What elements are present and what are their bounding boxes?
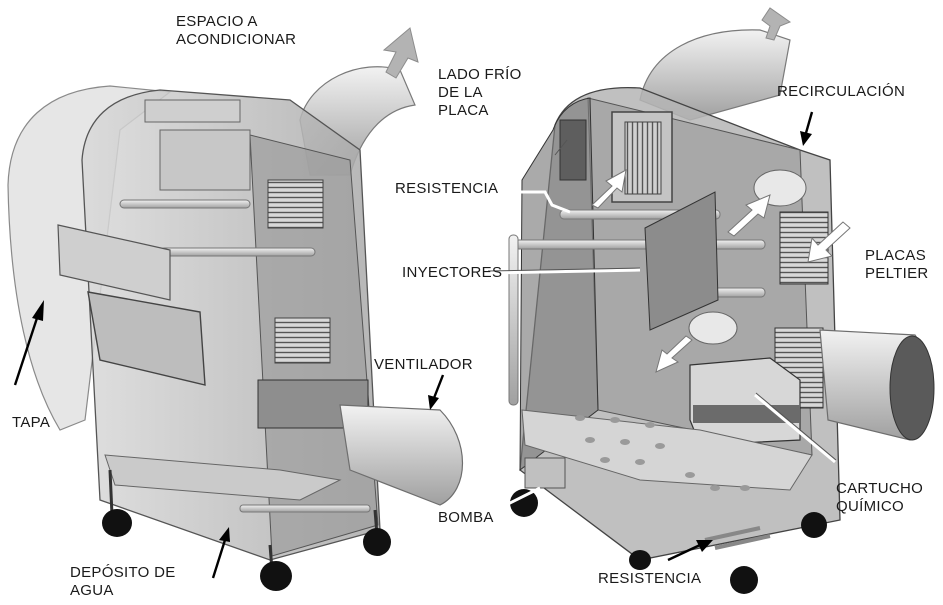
right-wheel-2 xyxy=(629,550,651,570)
right-bottom-tray xyxy=(521,409,813,491)
label-tapa: TAPA xyxy=(12,414,51,431)
left-top-tray xyxy=(144,99,241,123)
left-heatsink-lower xyxy=(274,317,331,364)
right-panel-inset xyxy=(559,119,587,181)
leader-arrows xyxy=(13,111,814,579)
leader-resistencia-top xyxy=(520,190,571,214)
right-wheel-1 xyxy=(510,489,538,517)
leader-inyectores xyxy=(487,268,641,275)
white-leaders xyxy=(487,190,836,515)
label-ventilador: VENTILADOR xyxy=(374,356,473,373)
label-recirculacion: RECIRCULACIÓN xyxy=(777,83,906,100)
label-resistencia-bottom: RESISTENCIA xyxy=(598,570,702,587)
leader-cartucho xyxy=(754,393,836,464)
left-panel-upper xyxy=(57,224,171,301)
left-wheel-2 xyxy=(260,561,292,591)
flow-arrow-down-left xyxy=(655,335,693,373)
flow-arrow-diag-right xyxy=(727,194,771,237)
label-lado-frio: LADO FRÍO DE LA PLACA xyxy=(438,66,522,119)
label-placas-peltier: PLACAS PELTIER xyxy=(865,247,929,282)
left-panel-lower xyxy=(87,291,206,386)
right-vertical-pipe xyxy=(508,234,519,406)
left-unit xyxy=(7,27,464,591)
label-deposito-de-agua: DEPÓSITO DE AGUA xyxy=(70,564,176,599)
right-duct-mouth xyxy=(889,335,935,441)
flow-arrows xyxy=(591,169,851,373)
label-bomba: BOMBA xyxy=(438,509,494,526)
right-vertical-fins xyxy=(624,121,662,195)
label-inyectores: INYECTORES xyxy=(402,264,503,281)
left-wheel-1 xyxy=(102,509,132,537)
right-bottom-tube-2 xyxy=(714,534,771,550)
arrow-ventilador xyxy=(428,374,445,410)
leader-bomba xyxy=(489,486,541,515)
left-bottom-tray xyxy=(104,454,342,501)
right-pump-box xyxy=(524,457,566,489)
arrow-recirculacion xyxy=(800,111,814,146)
label-espacio-a-acondicionar: ESPACIO A ACONDICIONAR xyxy=(176,13,297,48)
left-pipe-2 xyxy=(159,247,316,257)
right-cartridge xyxy=(689,357,801,446)
label-resistencia-top: RESISTENCIA xyxy=(395,180,499,197)
arrow-resistencia-bottom xyxy=(667,540,713,562)
right-recirc-hole-lower xyxy=(688,311,738,345)
left-fan-duct xyxy=(339,404,464,506)
arrow-tapa xyxy=(13,300,44,386)
leader-outlines xyxy=(487,139,837,461)
left-inner-box xyxy=(159,129,251,191)
left-wheel-3 xyxy=(363,528,391,556)
flow-arrow-up-left xyxy=(591,169,627,209)
left-leg-1 xyxy=(108,469,114,516)
flow-arrow-placas xyxy=(807,221,851,263)
left-outlet-arrow xyxy=(382,27,419,79)
arrow-deposito xyxy=(211,527,230,579)
right-outlet-arrow xyxy=(761,7,792,41)
left-bottom-tube xyxy=(239,504,371,513)
left-pipe-1 xyxy=(119,199,251,209)
right-bottom-tube-1 xyxy=(704,526,761,542)
right-wheel-3 xyxy=(730,566,758,594)
right-injector-pipe xyxy=(514,239,766,250)
right-mid-plate xyxy=(644,191,719,331)
label-cartucho-quimico: CARTUCHO QUÍMICO xyxy=(836,480,924,515)
left-heatsink-upper xyxy=(267,179,324,229)
right-outlet-duct xyxy=(639,29,791,121)
right-wheel-4 xyxy=(801,512,827,538)
right-tray-holes xyxy=(575,415,750,491)
